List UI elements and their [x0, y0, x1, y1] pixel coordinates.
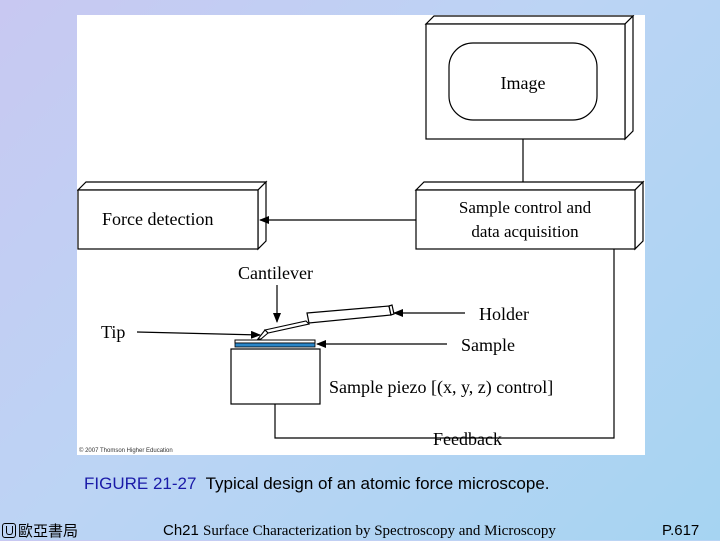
- sample-control-line1: Sample control and: [459, 198, 592, 217]
- publisher-logo-icon: [2, 523, 16, 538]
- publisher-logo-text: 歐亞書局: [18, 523, 79, 540]
- sample-label: Sample: [461, 335, 515, 355]
- feedback-line: [274, 249, 615, 439]
- sample-control-box: Sample control and data acquisition: [414, 180, 645, 251]
- afm-diagram-svg: Image Force detection Sample control and…: [77, 15, 645, 454]
- holder-label: Holder: [479, 304, 529, 324]
- figure-number: FIGURE 21-27: [84, 474, 197, 493]
- footer-chapter: Ch21 Surface Characterization by Spectro…: [163, 522, 556, 540]
- tip-label: Tip: [101, 322, 125, 342]
- monitor-box: Image: [424, 15, 635, 141]
- feedback-label: Feedback: [433, 429, 502, 449]
- sample-piezo-label: Sample piezo [(x, y, z) control]: [329, 377, 553, 398]
- cantilever: [256, 320, 311, 340]
- sample-layer: [234, 342, 316, 348]
- sample-top: [234, 339, 316, 344]
- copyright-notice: © 2007 Thomson Higher Education: [79, 447, 173, 454]
- footer-chapter-title: Surface Characterization by Spectroscopy…: [203, 523, 556, 539]
- figure-caption: FIGURE 21-27 Typical design of an atomic…: [84, 474, 550, 494]
- force-detection-label: Force detection: [102, 209, 213, 229]
- tip-arrow: [136, 330, 261, 339]
- page-number: P.617: [662, 522, 700, 539]
- image-label: Image: [501, 73, 546, 93]
- footer-chapter-number: Ch21: [163, 522, 199, 539]
- publisher-logo: 歐亞書局: [2, 520, 78, 541]
- caption-text: Typical design of an atomic force micros…: [205, 474, 550, 493]
- afm-diagram: Image Force detection Sample control and…: [77, 15, 645, 455]
- sample-control-line2: data acquisition: [471, 222, 579, 241]
- cantilever-label: Cantilever: [238, 263, 313, 283]
- holder: [306, 304, 395, 324]
- sample-piezo-block: [230, 348, 321, 405]
- force-detection-box: Force detection: [77, 180, 268, 251]
- image-screen: [448, 42, 598, 121]
